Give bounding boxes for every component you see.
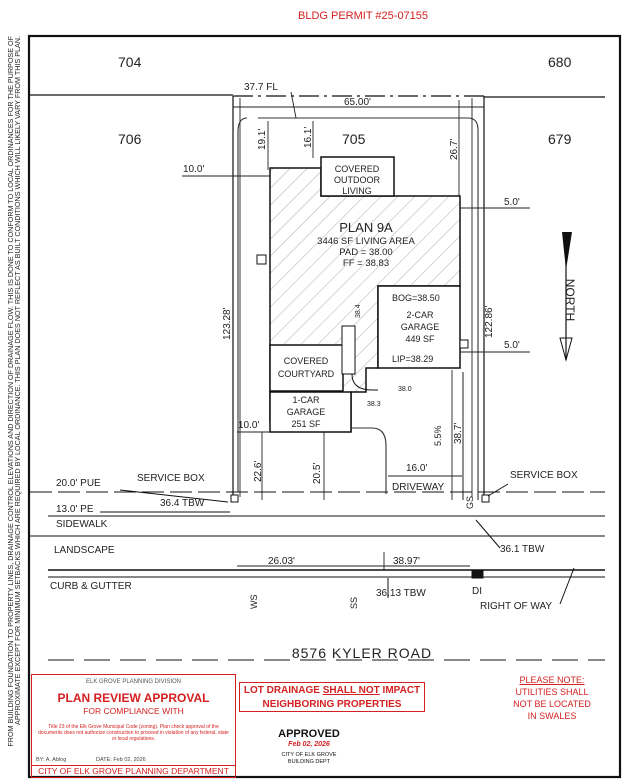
curb-gutter-label: CURB & GUTTER — [50, 581, 132, 592]
bog-elevation: BOG=38.50 — [392, 293, 440, 303]
lot-width-dim: 65.00' — [344, 97, 371, 108]
sheet-border — [27, 34, 622, 779]
dim-38-97: 38.97' — [393, 556, 420, 567]
house-footprint — [269, 156, 461, 433]
landscape-label: LANDSCAPE — [54, 545, 115, 556]
front-setback-2: 20.5' — [312, 463, 323, 484]
side-disclaimer-line-2: APPROXIMATE EXCEPT FOR MINIMUM SETBACKS … — [13, 36, 22, 725]
drain-inlet-label: DI — [472, 586, 482, 597]
permit-number: BLDG PERMIT #25-07155 — [298, 10, 429, 22]
one-car-garage — [269, 391, 352, 433]
north-arrow: NORTH — [559, 232, 577, 362]
lot-704-label: 704 — [118, 54, 142, 70]
right-of-way-label: RIGHT OF WAY — [480, 601, 552, 612]
fl-dim: 37.7 FL — [244, 82, 278, 93]
sidewalk-label: SIDEWALK — [56, 519, 108, 530]
plan-name: PLAN 9A — [339, 220, 393, 235]
drain-inlet-marker — [471, 570, 484, 579]
outdoor-label-2: OUTDOOR — [334, 175, 380, 185]
lot-drainage-note: LOT DRAINAGE SHALL NOT IMPACT NEIGHBORIN… — [239, 682, 425, 712]
side-setback-west-2: 10.0' — [238, 420, 259, 431]
driveway-label: DRIVEWAY — [392, 482, 445, 493]
approved-dept: BUILDING DEPT — [287, 759, 331, 765]
stamp-text: Title 23 of the Elk Grove Municipal Code… — [38, 724, 229, 743]
pue-label: 20.0' PUE — [56, 478, 101, 489]
garage2-label-3: 449 SF — [405, 334, 435, 344]
tbw-south-label: 36.13 TBW — [376, 588, 426, 599]
tbw-west-label: 36.4 TBW — [160, 498, 205, 509]
pe-label: 13.0' PE — [56, 504, 94, 515]
lot-679-label: 679 — [548, 131, 572, 147]
utilities-note: PLEASE NOTE: UTILITIES SHALL NOT BE LOCA… — [502, 674, 602, 722]
covered-courtyard — [269, 344, 344, 392]
lot-680-label: 680 — [548, 54, 572, 70]
driveway-slope: 5.5% — [433, 425, 443, 446]
building-approval: APPROVED Feb 02, 2026 CITY OF ELK GROVE … — [254, 728, 364, 766]
elevation-38-0: 38.0 — [398, 386, 412, 393]
garage2-label-2: GARAGE — [401, 322, 440, 332]
street-name: 8576 KYLER ROAD — [292, 645, 432, 661]
courtyard-label-2: COURTYARD — [278, 369, 335, 379]
garage1-label-1: 1-CAR — [292, 395, 320, 405]
elevation-38-3: 38.3 — [367, 401, 381, 408]
lot-705-label: 705 — [342, 131, 366, 147]
garage1-label-3: 251 SF — [291, 419, 321, 429]
stamp-dept: CITY OF ELK GROVE PLANNING DEPARTMENT — [32, 765, 235, 777]
drainage-text-a: LOT DRAINAGE — [243, 685, 323, 696]
stamp-by: BY: A. Ablog — [36, 757, 67, 763]
living-area: 3446 SF LIVING AREA — [317, 236, 415, 247]
side-setback-west: 10.0' — [183, 164, 204, 175]
lot-depth-west: 123.28' — [222, 307, 233, 340]
two-car-garage — [377, 285, 461, 369]
stamp-date: DATE: Feb 02, 2026 — [96, 757, 146, 763]
rear-setback-1: 19.1' — [257, 129, 268, 150]
gas-service-label: GS — [465, 496, 475, 509]
service-box-west-marker — [230, 494, 239, 503]
approved-title: APPROVED — [278, 728, 340, 740]
rear-setback-3: 26.7' — [449, 139, 460, 160]
service-box-east-label: SERVICE BOX — [510, 470, 578, 481]
lot-depth-east: 122.86' — [484, 305, 495, 338]
approved-date: Feb 02, 2026 — [288, 741, 330, 748]
covered-outdoor-living — [320, 156, 395, 197]
elevation-38-4: 38.4 — [355, 304, 362, 318]
stamp-division: ELK GROVE PLANNING DIVISION — [85, 679, 182, 685]
side-setback-east-2: 5.0' — [504, 340, 520, 351]
outdoor-label-3: LIVING — [342, 186, 372, 196]
note-title: PLEASE NOTE: — [519, 675, 585, 685]
rear-setback-2: 16.1' — [303, 127, 314, 148]
outdoor-label-1: COVERED — [335, 164, 380, 174]
drainage-text-c: IMPACT — [379, 685, 421, 696]
lot-706-label: 706 — [118, 131, 142, 147]
side-setback-east: 5.0' — [504, 197, 520, 208]
finished-floor: FF = 38.83 — [343, 258, 389, 269]
drainage-text-b: SHALL NOT — [322, 685, 380, 696]
drainage-text-line2: NEIGHBORING PROPERTIES — [262, 699, 402, 710]
note-line-1: UTILITIES SHALL — [515, 687, 589, 697]
service-box-west-label: SERVICE BOX — [137, 473, 205, 484]
sewer-service-label: SS — [349, 597, 359, 609]
front-setback-3: 38.7' — [453, 423, 464, 444]
garage2-label-1: 2-CAR — [406, 310, 434, 320]
stamp-title: PLAN REVIEW APPROVAL — [57, 691, 210, 705]
pad-elevation: PAD = 38.00 — [339, 247, 392, 258]
stamp-subtitle: FOR COMPLIANCE WITH — [83, 706, 184, 716]
approved-city: CITY OF ELK GROVE — [281, 752, 337, 758]
service-box-east-marker — [481, 494, 490, 503]
lip-elevation: LIP=38.29 — [392, 354, 433, 364]
tbw-east-label: 36.1 TBW — [500, 544, 545, 555]
driveway-width: 16.0' — [406, 463, 427, 474]
water-service-label: WS — [249, 595, 259, 610]
svg-text:NORTH: NORTH — [563, 279, 577, 321]
side-disclaimer: FROM BUILDING FOUNDATION TO PROPERTY LIN… — [6, 36, 22, 776]
garage1-label-2: GARAGE — [287, 407, 326, 417]
planning-approval-stamp: ELK GROVE PLANNING DIVISION PLAN REVIEW … — [31, 674, 236, 778]
front-setback-1: 22.6' — [253, 461, 264, 482]
courtyard-label-1: COVERED — [284, 356, 329, 366]
note-line-2: NOT BE LOCATED — [513, 699, 591, 709]
note-line-3: IN SWALES — [527, 711, 577, 721]
dim-26-03: 26.03' — [268, 556, 295, 567]
